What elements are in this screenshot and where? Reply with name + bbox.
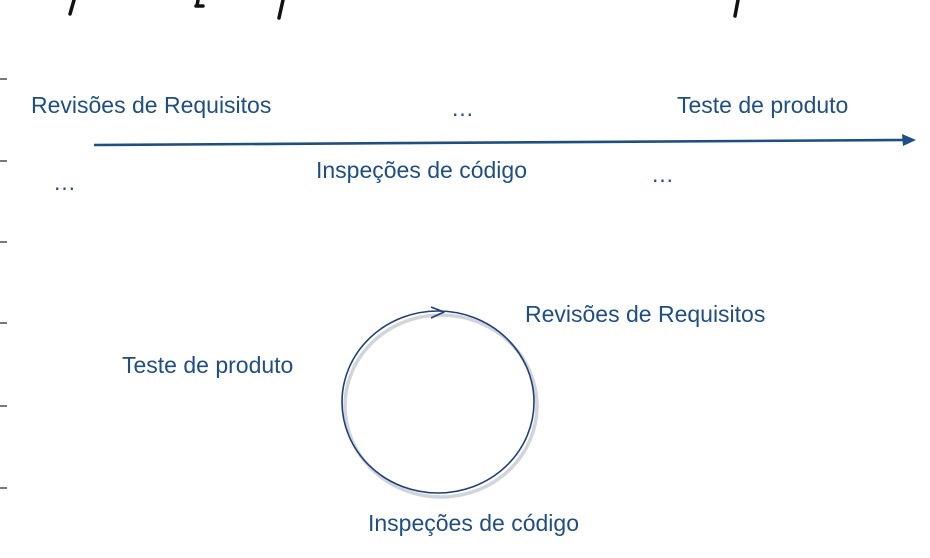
linear-bottom-label: Inspeções de código <box>316 157 527 183</box>
linear-top-ellipsis: … <box>451 95 474 121</box>
handwriting-strokes <box>68 0 740 20</box>
timeline-arrow-line <box>93 138 906 147</box>
margin-ticks <box>0 78 7 489</box>
cycle-diagram <box>341 306 539 499</box>
cycle-circle-shadow <box>343 313 539 499</box>
linear-left-label: Revisões de Requisitos <box>31 92 272 118</box>
timeline-arrowhead <box>902 134 916 146</box>
chevron-right-icon <box>430 306 445 319</box>
ink-stroke-4 <box>733 0 740 18</box>
ink-stroke-3 <box>277 0 285 20</box>
cycle-bottom-label: Inspeções de código <box>368 510 579 536</box>
linear-left-ellipsis: … <box>53 169 76 195</box>
ink-stroke-2 <box>194 0 205 8</box>
cycle-top-right-label: Revisões de Requisitos <box>525 301 766 327</box>
cycle-left-label: Teste de produto <box>122 352 294 378</box>
arrow-right-icon <box>93 134 916 147</box>
ink-stroke-1 <box>68 0 76 16</box>
cycle-circle <box>341 310 535 494</box>
linear-right-ellipsis: … <box>651 161 674 187</box>
linear-right-label: Teste de produto <box>677 92 849 118</box>
